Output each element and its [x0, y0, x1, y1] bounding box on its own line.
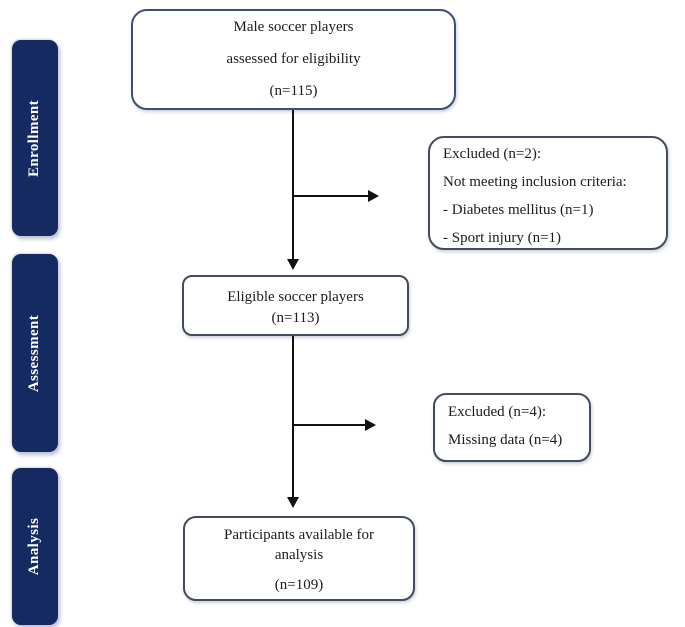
arrow-down-icon — [287, 497, 299, 508]
box-line: Participants available for — [224, 527, 374, 543]
stage-label-analysis-text: Analysis — [26, 517, 43, 576]
arrow-vertical-1 — [292, 110, 294, 260]
stage-label-enrollment-text: Enrollment — [26, 99, 43, 177]
box-line: (n=109) — [274, 577, 324, 593]
arrow-right-icon — [368, 190, 379, 202]
box-line: analysis — [274, 547, 324, 563]
box-line: (n=115) — [269, 83, 318, 99]
box-line: Excluded (n=2): — [443, 146, 542, 162]
box-excluded-not-meeting-criteria: Excluded (n=2): Not meeting inclusion cr… — [428, 136, 668, 250]
box-excluded-missing-data: Excluded (n=4): Missing data (n=4) — [433, 393, 591, 462]
box-eligibility: Male soccer players assessed for eligibi… — [131, 9, 456, 110]
stage-label-assessment: Assessment — [12, 254, 58, 452]
box-line: Not meeting inclusion criteria: — [443, 174, 627, 190]
box-line: assessed for eligibility — [226, 51, 361, 67]
arrow-branch-1 — [293, 195, 369, 197]
box-line: Excluded (n=4): — [448, 404, 547, 420]
box-line: - Sport injury (n=1) — [443, 230, 562, 246]
box-line: - Diabetes mellitus (n=1) — [443, 202, 594, 218]
arrow-vertical-2 — [292, 336, 294, 498]
box-line: Missing data (n=4) — [448, 432, 563, 448]
box-analysis-participants: Participants available for analysis (n=1… — [183, 516, 415, 601]
arrow-down-icon — [287, 259, 299, 270]
stage-label-analysis: Analysis — [12, 468, 58, 625]
stage-label-assessment-text: Assessment — [26, 314, 43, 392]
arrow-branch-2 — [293, 424, 366, 426]
arrow-right-icon — [365, 419, 376, 431]
box-line: Eligible soccer players — [227, 289, 364, 305]
box-line: Male soccer players — [233, 19, 354, 35]
box-line: (n=113) — [271, 310, 320, 326]
stage-label-enrollment: Enrollment — [12, 40, 58, 236]
box-eligible-players: Eligible soccer players (n=113) — [182, 275, 409, 336]
